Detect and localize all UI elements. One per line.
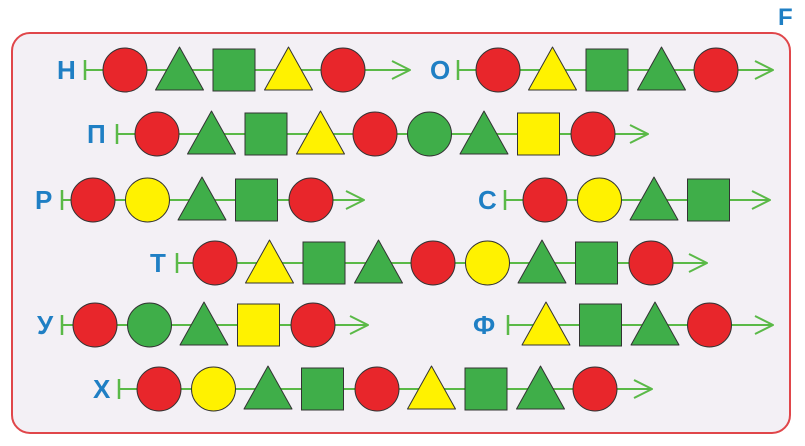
yellow-circle-node (577, 177, 622, 223)
red-circle-node (410, 240, 456, 286)
green-square-node (235, 178, 278, 222)
chain-2: О (430, 46, 774, 93)
chain-arrowhead (629, 124, 649, 144)
red-circle-node (693, 47, 739, 93)
chain-arrowhead (754, 315, 774, 335)
yellow-triangle-node (245, 239, 294, 284)
yellow-circle-node (191, 366, 236, 412)
chain-7: У (37, 301, 369, 348)
chain-label: Н (57, 55, 76, 85)
red-circle-node (70, 177, 116, 223)
yellow-square-node (517, 112, 560, 156)
green-square-node (579, 303, 622, 347)
green-triangle-node (243, 365, 293, 410)
green-square-node (575, 241, 618, 285)
red-circle-node (687, 302, 732, 348)
chain-arrowhead (391, 60, 411, 80)
chain-arrowhead (349, 315, 369, 335)
yellow-triangle-node (264, 46, 313, 91)
chain-label: Х (93, 374, 111, 404)
green-square-node (464, 367, 508, 411)
green-triangle-node (516, 365, 565, 410)
red-circle-node (136, 366, 182, 412)
chain-5: С (478, 176, 771, 223)
red-circle-node (102, 47, 148, 93)
red-circle-node (320, 47, 366, 93)
green-triangle-node (630, 301, 680, 346)
chain-4: Р (35, 176, 365, 223)
green-circle-node (407, 111, 452, 157)
yellow-square-node (237, 303, 280, 347)
chain-9: Х (93, 365, 653, 412)
green-triangle-node (517, 239, 567, 284)
green-triangle-node (179, 301, 229, 346)
green-square-node (585, 48, 629, 92)
red-circle-node (72, 302, 118, 348)
green-triangle-node (354, 239, 403, 284)
green-triangle-node (459, 110, 509, 155)
yellow-circle-node (125, 177, 170, 223)
chain-label: У (37, 310, 54, 340)
chain-label: Ф (473, 310, 495, 340)
red-circle-node (570, 111, 616, 157)
green-triangle-node (155, 46, 204, 91)
yellow-circle-node (465, 240, 510, 286)
red-circle-node (628, 240, 674, 286)
yellow-triangle-node (521, 301, 571, 346)
yellow-triangle-node (296, 110, 345, 155)
yellow-triangle-node (528, 46, 577, 91)
chain-8: Ф (473, 301, 774, 348)
green-triangle-node (177, 176, 227, 221)
red-circle-node (134, 111, 180, 157)
chain-arrowhead (633, 379, 653, 399)
chain-label: О (430, 55, 450, 85)
green-square-node (301, 367, 344, 411)
chain-arrowhead (345, 190, 365, 210)
green-triangle-node (637, 46, 686, 91)
chain-arrowhead (688, 253, 708, 273)
green-square-node (302, 241, 346, 285)
chains-layer: Н О П Р С Т У Ф Х (35, 46, 774, 412)
chain-arrowhead (751, 190, 771, 210)
chain-label: П (87, 119, 106, 149)
chain-3: П (87, 110, 649, 157)
red-circle-node (288, 177, 334, 223)
red-circle-node (354, 366, 400, 412)
red-circle-node (352, 111, 398, 157)
red-circle-node (290, 302, 336, 348)
green-triangle-node (629, 176, 679, 221)
chain-1: Н (57, 46, 411, 93)
red-circle-node (572, 366, 618, 412)
chain-label: С (478, 185, 497, 215)
red-circle-node (475, 47, 521, 93)
chain-arrowhead (754, 60, 774, 80)
red-circle-node (192, 240, 238, 286)
green-square-node (212, 48, 256, 92)
red-circle-node (522, 177, 568, 223)
chain-label: Т (150, 248, 166, 278)
chain-6: Т (150, 239, 708, 286)
panel-label: F (778, 4, 793, 31)
green-square-node (687, 178, 730, 222)
yellow-triangle-node (407, 365, 456, 410)
panel-frame (11, 32, 791, 434)
green-triangle-node (187, 110, 236, 155)
chain-label: Р (35, 185, 52, 215)
green-circle-node (127, 302, 172, 348)
green-square-node (244, 112, 288, 156)
